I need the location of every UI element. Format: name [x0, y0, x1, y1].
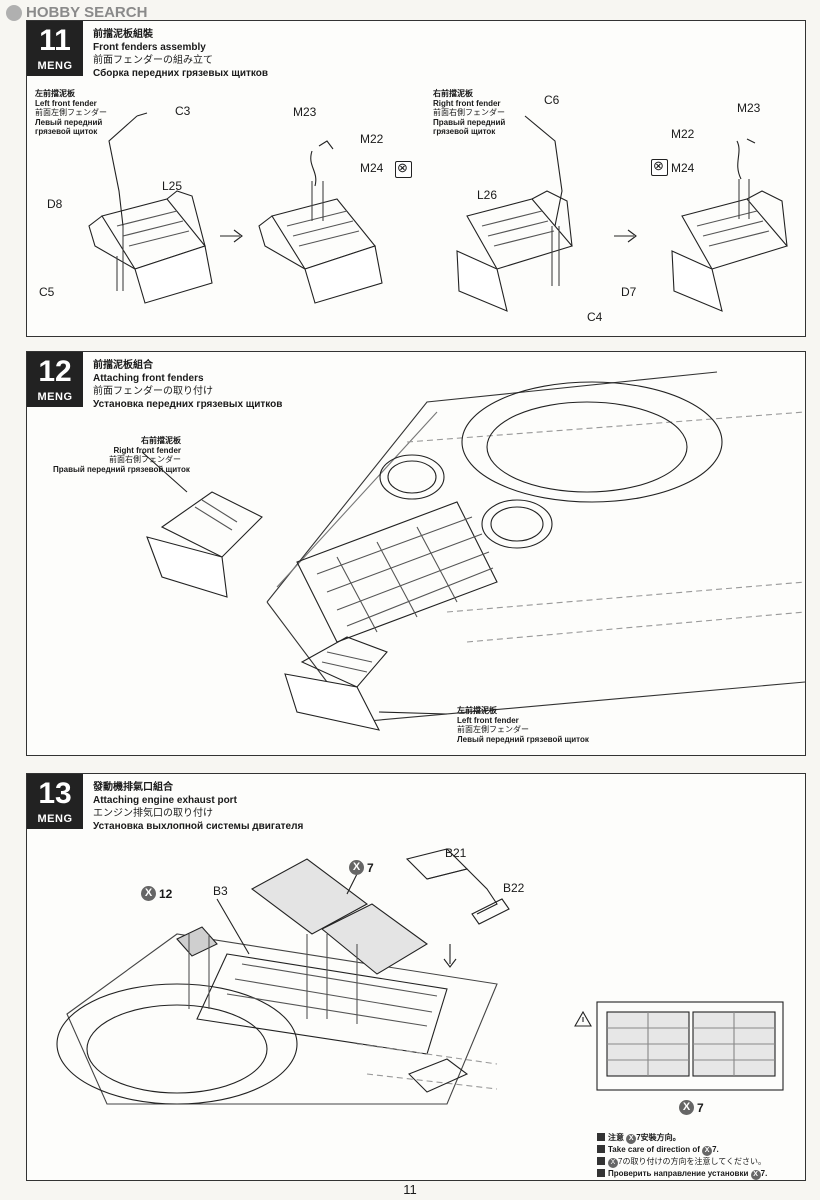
part-m23-left: M23 — [293, 105, 317, 119]
brand-logo: MENG — [37, 60, 73, 72]
x-part-icon: X — [349, 860, 364, 875]
step-title: 發動機排氣口組合 Attaching engine exhaust port エ… — [93, 781, 303, 833]
title-ja: エンジン排気口の取り付け — [93, 808, 213, 819]
step-number: 12 — [38, 355, 72, 388]
x-part-icon: X — [679, 1100, 694, 1115]
no-cement-icon — [651, 158, 668, 176]
part-b22: B22 — [503, 881, 525, 895]
part-m23-right: M23 — [737, 101, 761, 115]
step-badge: 13 MENG — [27, 774, 83, 829]
step-number: 11 — [39, 24, 71, 57]
title-zh: 前擋泥板組裝 — [93, 29, 153, 40]
part-l26: L26 — [477, 188, 498, 202]
part-b21: B21 — [445, 846, 467, 860]
brand-logo: MENG — [37, 391, 73, 403]
x-part-icon: X — [608, 1158, 618, 1168]
title-en: Front fenders assembly — [93, 42, 206, 53]
step-title: 前擋泥板組合 Attaching front fenders 前面フェンダーの取… — [93, 359, 282, 411]
hull-fender-drawing — [141, 371, 805, 731]
part-x12: 12 — [159, 886, 173, 901]
title-ja: 前面フェンダーの組み立て — [93, 55, 213, 66]
step-title: 前擋泥板組裝 Front fenders assembly 前面フェンダーの組み… — [93, 28, 268, 80]
part-m24-left: M24 — [360, 161, 384, 175]
right-front-fender-label: 右前擋泥板 Right front fender 前面右側フェンダー Правы… — [433, 89, 506, 136]
part-x7-callout: X 7 — [349, 860, 374, 875]
step-12-panel: 12 MENG 前擋泥板組合 Attaching front fenders 前… — [26, 351, 806, 756]
lang-en-icon — [597, 1145, 605, 1153]
brand-logo: MENG — [37, 813, 73, 825]
part-l25: L25 — [162, 179, 183, 193]
no-cement-icon — [395, 160, 412, 178]
part-x7-detail: 7 — [697, 1100, 704, 1115]
step-13-panel: 13 MENG 發動機排氣口組合 Attaching engine exhaus… — [26, 773, 806, 1181]
title-zh: 前擋泥板組合 — [93, 360, 153, 371]
right-front-fender-label: 右前擋泥板 Right front fender 前面右側フェンダー Правы… — [53, 436, 190, 474]
lang-ru-icon — [597, 1169, 605, 1177]
x-part-icon: X — [141, 886, 156, 901]
step-11-panel: 11 MENG 前擋泥板組裝 Front fenders assembly 前面… — [26, 20, 806, 337]
x-part-icon: X — [626, 1134, 637, 1144]
part-x7-direction-callout: X 7 — [679, 1100, 704, 1115]
part-x7: 7 — [367, 860, 374, 875]
step-badge: 11 MENG — [27, 21, 83, 76]
lang-zh-icon — [597, 1133, 605, 1141]
title-ja: 前面フェンダーの取り付け — [93, 386, 213, 397]
title-en: Attaching engine exhaust port — [93, 795, 237, 806]
fender-assembly-drawing — [88, 112, 788, 312]
page-number: 11 — [403, 1182, 417, 1197]
title-ru: Сборка передних грязевых щитков — [93, 68, 268, 79]
engine-exhaust-drawing — [56, 848, 784, 1105]
watermark: HOBBY SEARCH — [6, 4, 147, 21]
lang-ja-icon — [597, 1157, 605, 1165]
left-front-fender-label: 左前擋泥板 Left front fender 前面左側フェンダー Левый … — [35, 89, 107, 136]
left-front-fender-label: 左前擋泥板 Left front fender 前面左側フェンダー Левый … — [457, 706, 589, 744]
step-badge: 12 MENG — [27, 352, 83, 407]
part-x12-callout: X 12 — [141, 886, 172, 901]
part-c5: C5 — [39, 285, 55, 299]
hobby-search-logo-icon — [6, 4, 22, 21]
step-number: 13 — [38, 777, 72, 810]
x-part-icon: X — [702, 1146, 713, 1156]
part-c4: C4 — [587, 310, 603, 324]
part-b3: B3 — [213, 884, 228, 898]
part-c6: C6 — [544, 93, 560, 107]
part-c3: C3 — [175, 104, 191, 118]
title-ru: Установка передних грязевых щитков — [93, 399, 283, 410]
title-ru: Установка выхлопной системы двигателя — [93, 821, 304, 832]
title-zh: 發動機排氣口組合 — [93, 782, 173, 793]
part-d7: D7 — [621, 285, 637, 299]
part-m22-left: M22 — [360, 132, 384, 146]
part-d8: D8 — [47, 197, 63, 211]
part-m24-right: M24 — [671, 161, 695, 175]
part-m22-right: M22 — [671, 127, 695, 141]
title-en: Attaching front fenders — [93, 373, 204, 384]
x-part-icon: X — [750, 1170, 761, 1180]
watermark-text: HOBBY SEARCH — [26, 4, 148, 21]
